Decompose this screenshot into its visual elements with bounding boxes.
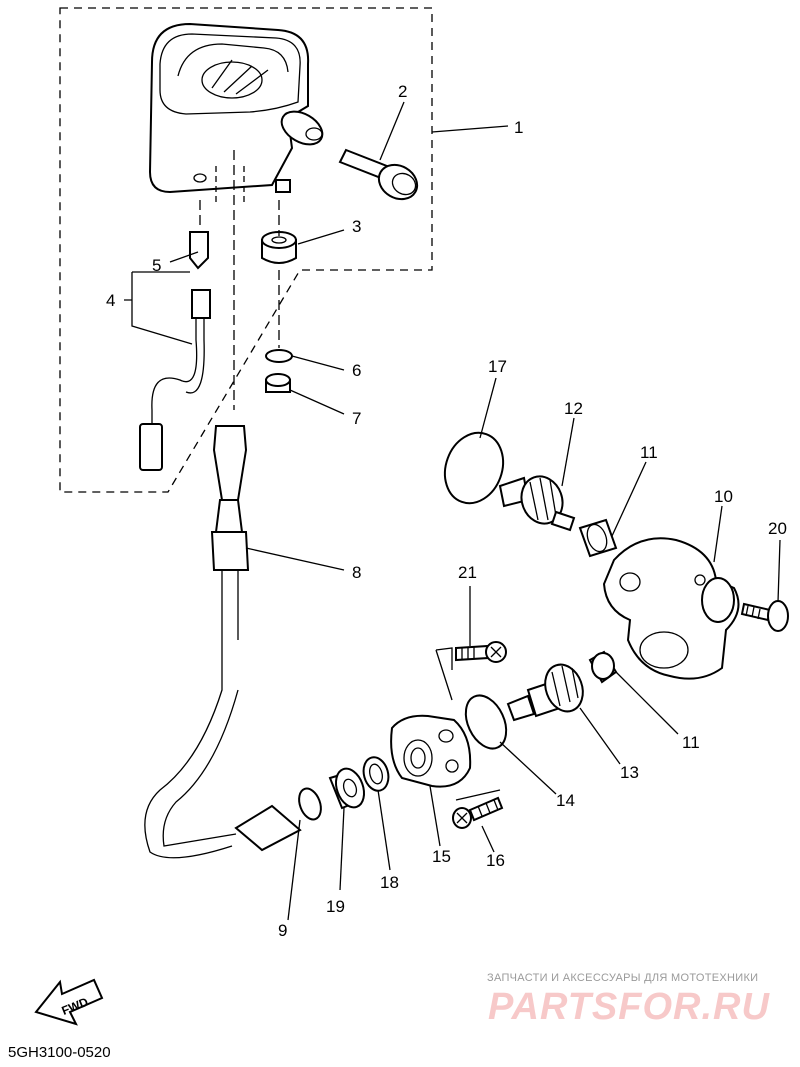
washer-18 — [362, 756, 390, 792]
washer — [265, 349, 293, 363]
callout-8: 8 — [352, 563, 361, 582]
grommet — [261, 231, 297, 264]
reset-knob — [280, 110, 419, 201]
callout-17: 17 — [488, 357, 507, 376]
gear-housing — [602, 537, 740, 680]
fwd-arrow: FWD — [34, 978, 104, 1026]
callout-4: 4 — [106, 291, 115, 310]
watermark-logo: PARTSFOR.RU — [488, 986, 770, 1028]
callout-18: 18 — [380, 873, 399, 892]
driven-gear — [506, 663, 584, 722]
oil-seal — [328, 767, 366, 810]
callout-2: 2 — [398, 82, 407, 101]
callout-20: 20 — [768, 519, 787, 538]
speedometer-cable — [144, 425, 302, 859]
bulb-socket — [139, 231, 211, 471]
bushing-lower — [588, 650, 618, 684]
drive-gear — [498, 475, 576, 532]
o-ring-14 — [464, 694, 508, 750]
callout-7: 7 — [352, 409, 361, 428]
o-ring-large — [443, 431, 505, 505]
assembly-outline — [59, 7, 433, 493]
callout-9: 9 — [278, 921, 287, 940]
watermark-caption: ЗАПЧАСТИ И АКСЕССУАРЫ ДЛЯ МОТОТЕХНИКИ — [487, 972, 759, 984]
speedometer-meter — [148, 22, 310, 202]
leader-lines — [124, 101, 781, 921]
screw-21 — [455, 641, 507, 663]
callout-13: 13 — [620, 763, 639, 782]
callout-11-upper: 11 — [640, 443, 658, 462]
callout-10: 10 — [714, 487, 733, 506]
nut — [265, 373, 291, 393]
callout-5: 5 — [152, 256, 161, 275]
callout-16: 16 — [486, 851, 505, 870]
screw-16 — [452, 796, 504, 829]
part-code: 5GH3100-0520 — [8, 1044, 111, 1061]
bolt-20 — [740, 600, 789, 632]
callout-14: 14 — [556, 791, 575, 810]
callout-19: 19 — [326, 897, 345, 916]
callout-1: 1 — [514, 118, 523, 137]
callout-21: 21 — [458, 563, 477, 582]
o-ring-9 — [298, 787, 322, 821]
callout-15: 15 — [432, 847, 451, 866]
callout-3: 3 — [352, 217, 361, 236]
adapter-housing — [390, 647, 501, 801]
bushing-upper — [578, 518, 618, 558]
callout-12: 12 — [564, 399, 583, 418]
callout-11-lower: 11 — [682, 733, 700, 752]
callout-6: 6 — [352, 361, 361, 380]
